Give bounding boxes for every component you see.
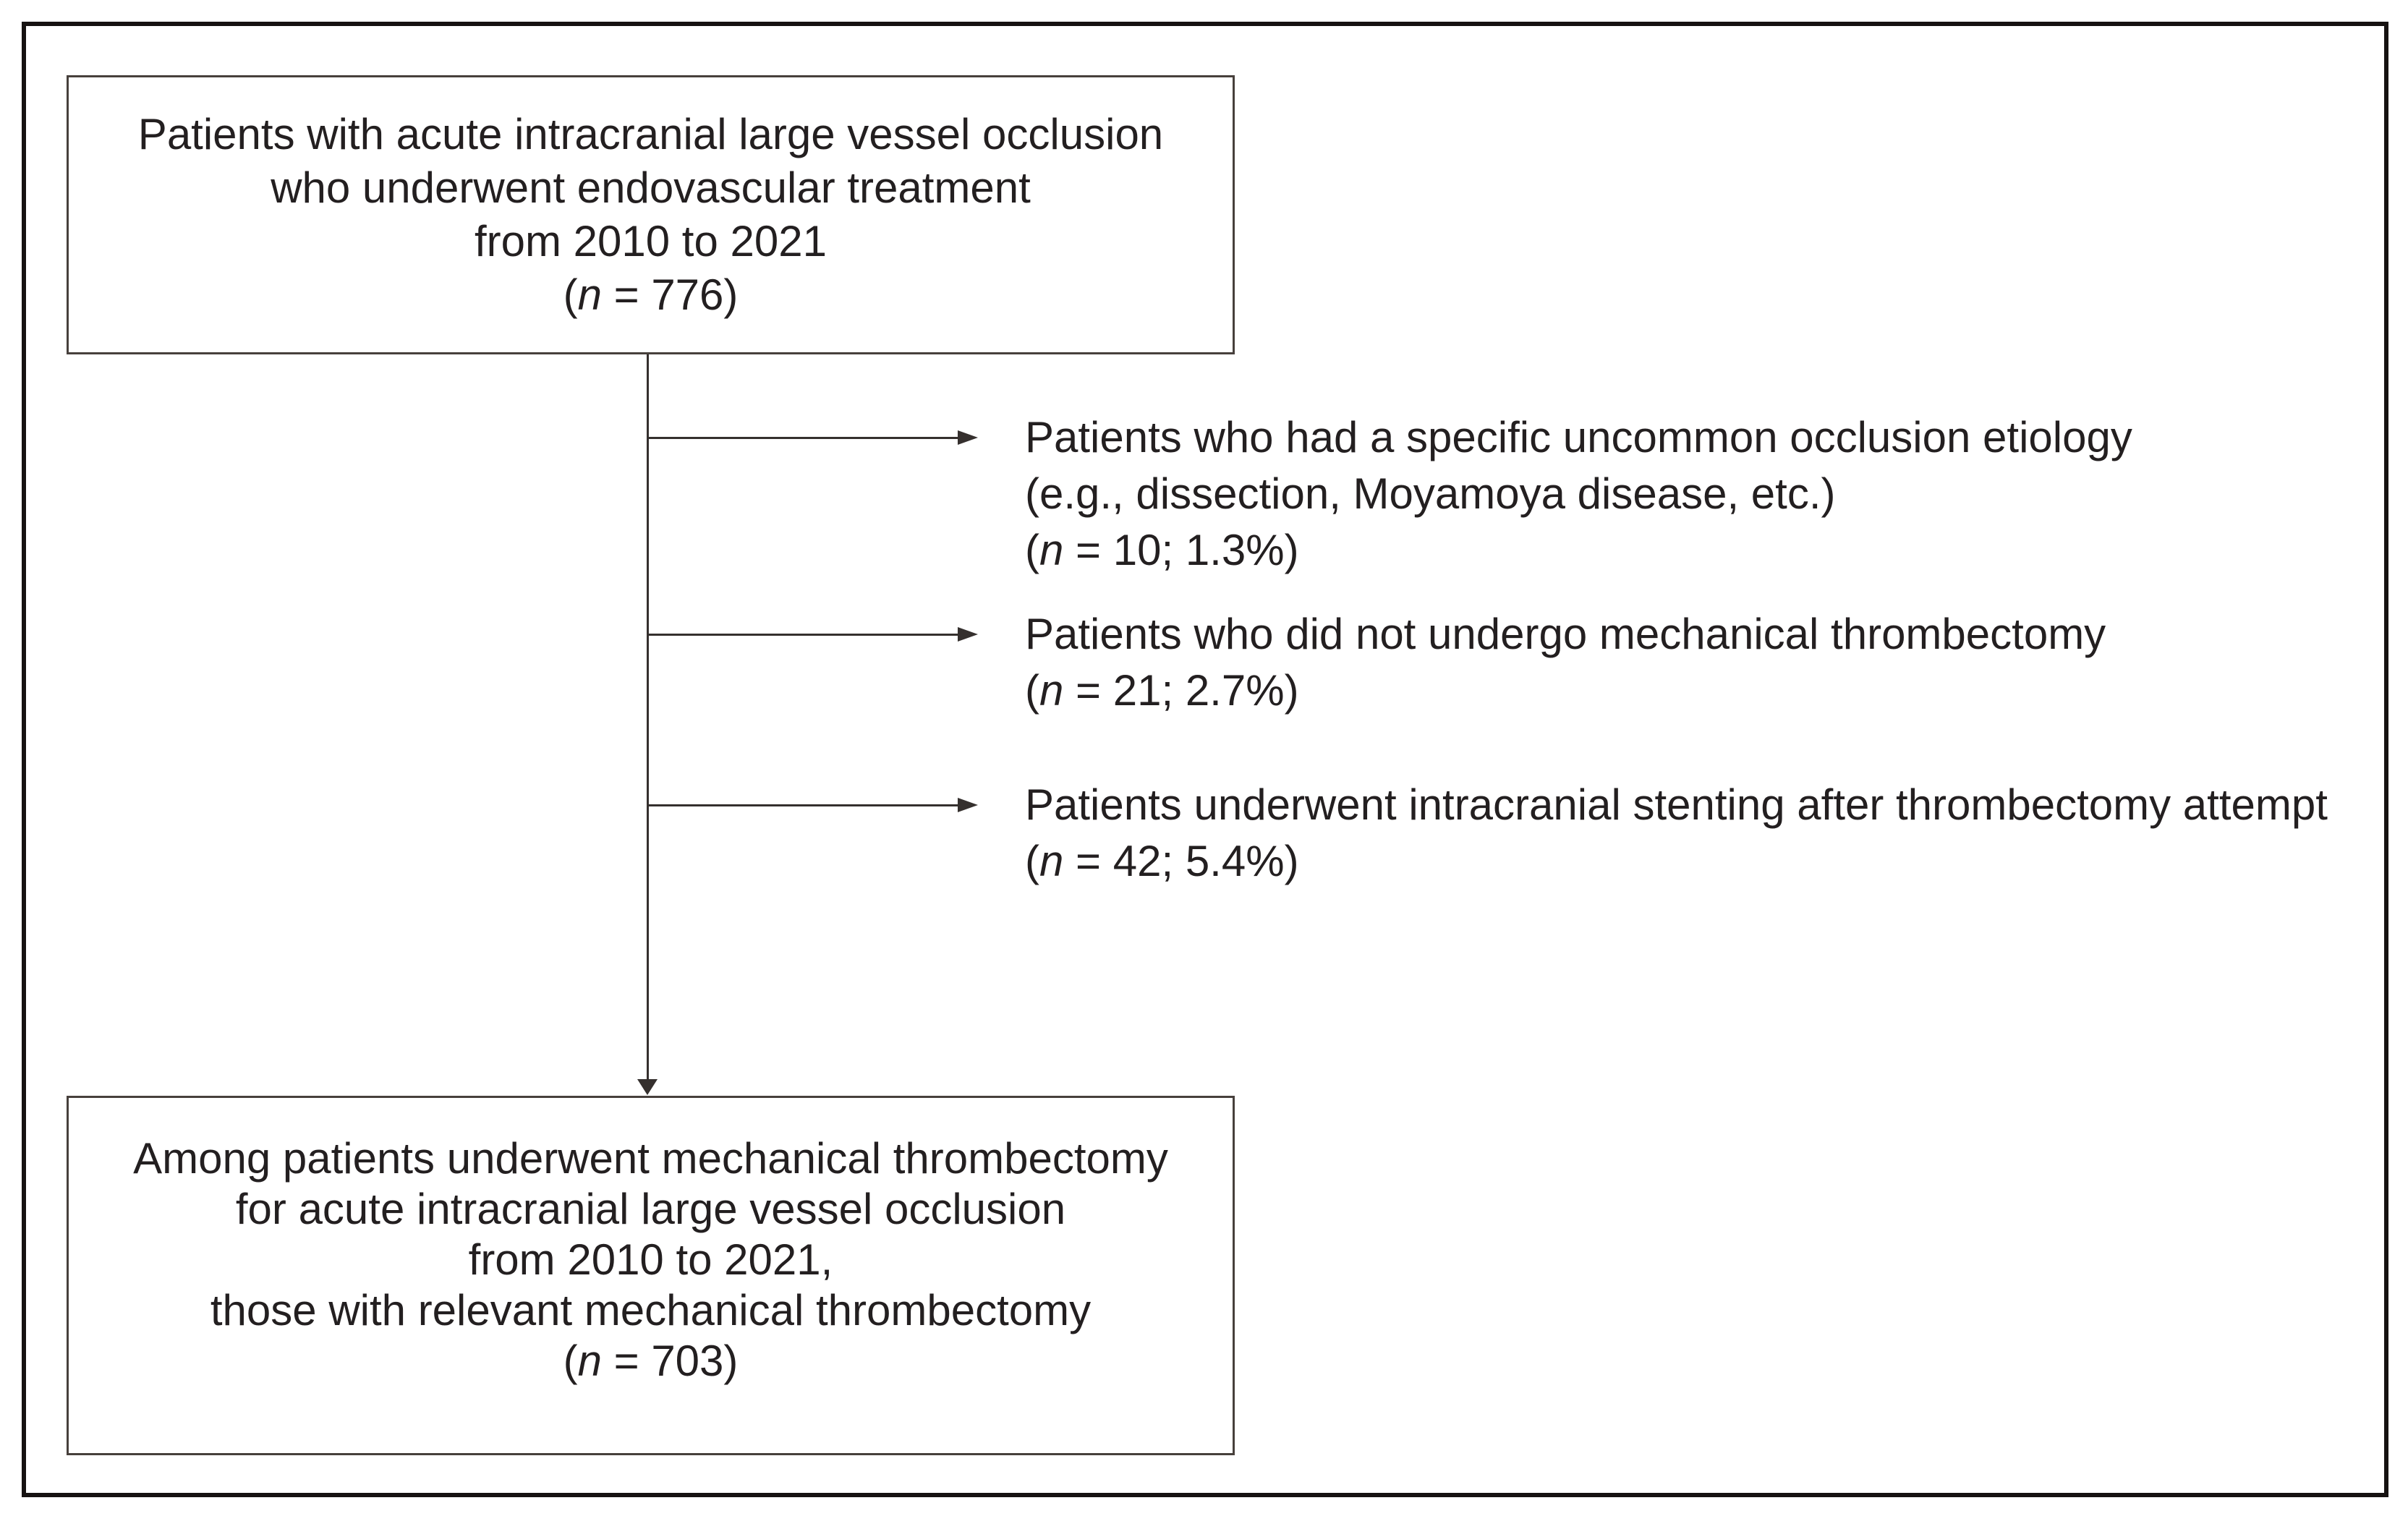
n-variable: n	[1039, 666, 1064, 715]
bottom-box-count: (n = 703)	[563, 1336, 739, 1387]
bottom-box: Among patients underwent mechanical thro…	[67, 1096, 1235, 1455]
branch-arrowhead-3-icon	[958, 798, 978, 812]
n-prefix: (	[1025, 526, 1039, 574]
branch-line-2	[648, 634, 958, 636]
top-box-count: (n = 776)	[563, 268, 739, 322]
branch-line-3	[648, 804, 958, 806]
exclusion-block-1: Patients who had a specific uncommon occ…	[1025, 409, 2132, 579]
top-box: Patients with acute intracranial large v…	[67, 75, 1235, 354]
bottom-box-line-4: those with relevant mechanical thrombect…	[210, 1285, 1092, 1334]
branch-arrowhead-2-icon	[958, 627, 978, 642]
exclusion-1-line-1: Patients who had a specific uncommon occ…	[1025, 413, 2132, 461]
exclusion-1-line-2: (e.g., dissection, Moyamoya disease, etc…	[1025, 469, 1836, 518]
exclusion-block-2: Patients who did not undergo mechanical …	[1025, 606, 2106, 719]
exclusion-3-line-1: Patients underwent intracranial stenting…	[1025, 780, 2328, 829]
top-box-line-2: who underwent endovascular treatment	[271, 163, 1031, 212]
branch-line-1	[648, 437, 958, 439]
n-variable: n	[1039, 837, 1064, 885]
bottom-box-line-2: for acute intracranial large vessel occl…	[235, 1184, 1066, 1233]
n-prefix: (	[563, 1336, 578, 1385]
exclusion-2-count: (n = 21; 2.7%)	[1025, 663, 2106, 719]
n-prefix: (	[1025, 666, 1039, 715]
bottom-box-line-3: from 2010 to 2021,	[468, 1235, 833, 1284]
bottom-box-line-1: Among patients underwent mechanical thro…	[133, 1133, 1168, 1183]
n-variable: n	[1039, 526, 1064, 574]
n-suffix: = 10; 1.3%)	[1063, 526, 1299, 574]
exclusion-3-count: (n = 42; 5.4%)	[1025, 833, 2328, 890]
main-flow-line	[647, 354, 649, 1079]
n-variable: n	[577, 271, 602, 319]
exclusion-block-3: Patients underwent intracranial stenting…	[1025, 777, 2328, 890]
figure-outer-border	[22, 22, 2388, 1497]
n-prefix: (	[1025, 837, 1039, 885]
n-variable: n	[577, 1336, 602, 1385]
n-suffix: = 703)	[601, 1336, 739, 1385]
top-box-line-1: Patients with acute intracranial large v…	[137, 110, 1164, 158]
n-suffix: = 776)	[601, 271, 739, 319]
exclusion-1-count: (n = 10; 1.3%)	[1025, 522, 2132, 579]
top-box-line-3: from 2010 to 2021	[474, 217, 827, 265]
branch-arrowhead-1-icon	[958, 430, 978, 445]
exclusion-2-line-1: Patients who did not undergo mechanical …	[1025, 610, 2106, 658]
n-suffix: = 42; 5.4%)	[1063, 837, 1299, 885]
n-suffix: = 21; 2.7%)	[1063, 666, 1299, 715]
n-prefix: (	[563, 271, 578, 319]
down-arrowhead-icon	[637, 1079, 658, 1095]
